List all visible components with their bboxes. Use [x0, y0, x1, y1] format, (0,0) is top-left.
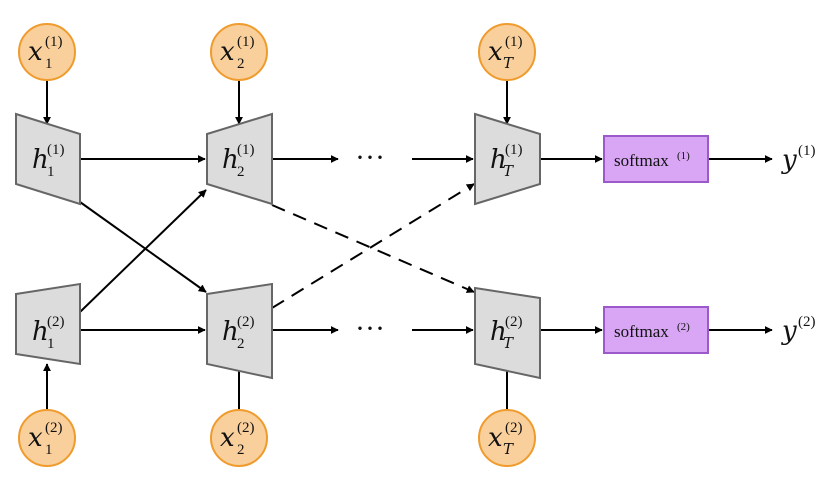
softmax-label: softmax	[614, 322, 669, 341]
softmax-box-2: softmax (2)	[603, 306, 709, 354]
hidden-node-hT-1: h T (1)	[474, 112, 541, 206]
input-subscript: 1	[45, 56, 53, 72]
hidden-superscript: (2)	[237, 314, 255, 330]
hidden-node-h2-2: h 2 (2)	[206, 282, 273, 380]
output-label: y	[781, 145, 797, 175]
output-y1: y (1)	[781, 143, 816, 175]
input-node-xT-2: x T (2)	[478, 409, 536, 467]
input-label: x	[220, 423, 235, 453]
hidden-subscript: T	[503, 162, 514, 180]
softmax-superscript: (2)	[677, 321, 690, 333]
input-superscript: (1)	[505, 34, 523, 50]
input-subscript: T	[503, 54, 514, 72]
input-label: x	[488, 37, 503, 67]
input-node-x2-1: x 2 (1)	[210, 23, 268, 81]
hidden-label: h	[490, 317, 507, 347]
input-subscript: 2	[237, 442, 245, 458]
output-label: y	[781, 316, 797, 346]
hidden-label: h	[32, 145, 49, 175]
edge-h12-h21	[79, 189, 207, 313]
hidden-node-h1-1: h 1 (1)	[15, 112, 81, 206]
hidden-node-h1-2: h 1 (2)	[15, 282, 81, 366]
input-subscript: 1	[45, 442, 53, 458]
hidden-superscript: (2)	[505, 314, 523, 330]
hidden-superscript: (2)	[47, 314, 65, 330]
hidden-label: h	[32, 317, 49, 347]
edges	[43, 80, 773, 410]
input-node-x1-1: x 1 (1)	[18, 23, 76, 81]
edge-h11-h22	[79, 201, 207, 293]
edge-h22-hT1-dashed	[271, 183, 475, 309]
ellipsis-bottom: ···	[355, 312, 385, 345]
hidden-superscript: (1)	[47, 142, 65, 158]
hidden-subscript: 2	[237, 164, 245, 180]
input-label: x	[488, 423, 503, 453]
input-superscript: (1)	[237, 34, 255, 50]
softmax-label: softmax	[614, 151, 669, 170]
hidden-label: h	[490, 145, 507, 175]
hidden-subscript: 2	[237, 336, 245, 352]
hidden-subscript: 1	[47, 336, 55, 352]
input-node-x1-2: x 1 (2)	[18, 409, 76, 467]
hidden-subscript: T	[503, 334, 514, 352]
hidden-label: h	[222, 145, 239, 175]
input-superscript: (2)	[237, 420, 255, 436]
input-label: x	[28, 37, 43, 67]
hidden-superscript: (1)	[237, 142, 255, 158]
hidden-superscript: (1)	[505, 142, 523, 158]
hidden-subscript: 1	[47, 164, 55, 180]
hidden-node-h2-1: h 2 (1)	[206, 112, 273, 206]
input-node-xT-1: x T (1)	[478, 23, 536, 81]
input-superscript: (2)	[505, 420, 523, 436]
input-label: x	[220, 37, 235, 67]
hidden-node-hT-2: h T (2)	[474, 286, 541, 380]
softmax-box-1: softmax (1)	[603, 135, 709, 183]
input-node-x2-2: x 2 (2)	[210, 409, 268, 467]
hidden-label: h	[222, 317, 239, 347]
output-y2: y (2)	[781, 314, 816, 346]
output-superscript: (1)	[798, 143, 816, 159]
input-subscript: 2	[237, 56, 245, 72]
input-superscript: (2)	[45, 420, 63, 436]
output-superscript: (2)	[798, 314, 816, 330]
softmax-superscript: (1)	[677, 150, 690, 162]
input-subscript: T	[503, 440, 514, 458]
input-label: x	[28, 423, 43, 453]
edge-h21-hT2-dashed	[271, 204, 475, 293]
input-superscript: (1)	[45, 34, 63, 50]
ellipsis-top: ···	[355, 141, 385, 174]
